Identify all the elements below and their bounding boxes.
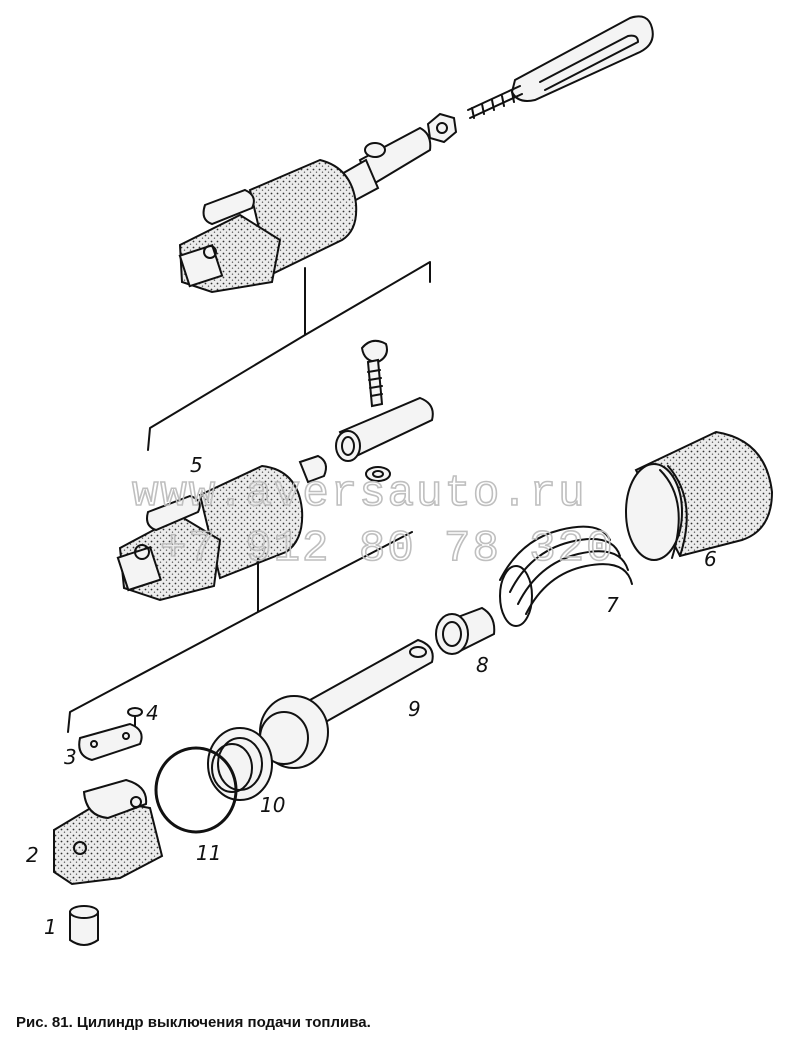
lock-nut [426, 112, 458, 144]
figure-caption: Рис. 81. Цилиндр выключения подачи топли… [16, 1014, 371, 1031]
screw-part-4 [127, 707, 143, 727]
callout-11: 11 [196, 841, 221, 865]
bushing-part-8 [435, 606, 496, 655]
callout-4: 4 [146, 701, 159, 725]
callout-9: 9 [408, 697, 421, 721]
connector-bracket-bottom [67, 531, 413, 733]
return-spring-part-7 [499, 525, 633, 627]
callout-6: 6 [704, 547, 717, 571]
plate-part-3 [78, 722, 143, 762]
callout-10: 10 [260, 793, 285, 817]
cylinder-body-part-5 [116, 454, 327, 602]
connector-bracket-top [147, 261, 431, 451]
callout-2: 2 [26, 843, 39, 867]
o-ring-part-11 [154, 746, 238, 834]
callout-8: 8 [476, 653, 489, 677]
callout-1: 1 [44, 915, 57, 939]
assembled-cylinder-top [178, 15, 654, 294]
watermark-phone: +7 912 80 78 320 [160, 524, 614, 574]
callout-5: 5 [190, 453, 203, 477]
rod-end-fork [467, 15, 654, 119]
watermark-url: www.aversauto.ru [132, 469, 586, 519]
piston-rod-part-9 [259, 638, 434, 769]
screw-and-sleeve [335, 339, 434, 482]
callout-7: 7 [606, 593, 619, 617]
seal-cup-part-10 [207, 727, 273, 801]
cylinder-cover-part-6 [625, 430, 774, 561]
callout-3: 3 [64, 745, 77, 769]
bushing-part-1 [69, 905, 99, 946]
housing-part-2 [53, 778, 164, 886]
